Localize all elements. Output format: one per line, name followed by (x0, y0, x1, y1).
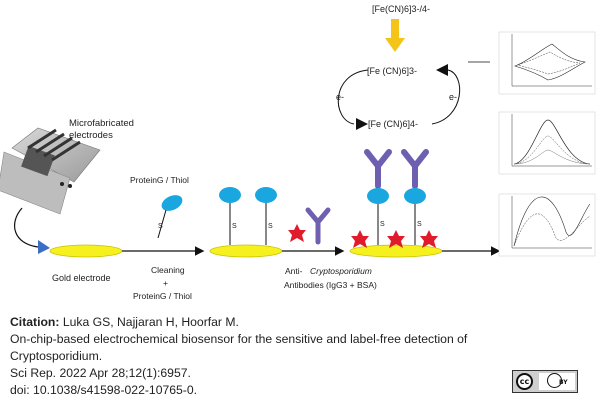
antibodies-label: Antibodies (IgG3 + BSA) (284, 280, 377, 290)
proteing-thiol-label: ProteinG / Thiol (130, 175, 189, 185)
full-assembly-group: S S (364, 149, 429, 245)
proteing-thiol-molecule: S (157, 195, 183, 239)
thumbnail-graph-cv (498, 31, 596, 95)
gold-electrode-disc (49, 244, 123, 258)
citation-journal: Sci Rep. 2022 Apr 28;12(1):6957. (10, 366, 191, 380)
svg-text:S: S (232, 223, 237, 230)
proteing-thiol-bottom-label: ProteinG / Thiol (133, 291, 192, 301)
electron-label-right: e- (449, 92, 457, 102)
svg-text:S: S (417, 221, 422, 228)
antibody-icon (305, 207, 331, 245)
yellow-down-arrow (385, 19, 405, 52)
citation-authors: Luka GS, Najjaran H, Hoorfar M. (62, 315, 239, 329)
cycle-arrowhead-left (356, 118, 368, 130)
bound-protein-group: S S (219, 187, 277, 245)
citation-block: Citation: Luka GS, Najjaran H, Hoorfar M… (10, 314, 590, 399)
antigen-star-icon (351, 230, 438, 248)
svg-text:S: S (380, 221, 385, 228)
microfabricated-label: Microfabricated (69, 118, 134, 129)
citation-label: Citation: (10, 315, 60, 329)
anti-label-italic: Cryptosporidium (310, 266, 372, 276)
antigen-star-icon (288, 224, 306, 242)
curved-arrow-icon (13, 207, 50, 254)
cycle-arrowhead-right (436, 64, 448, 76)
electrodes-label: electrodes (69, 130, 113, 141)
citation-line-authors: Citation: Luka GS, Najjaran H, Hoorfar M… (10, 314, 590, 331)
svg-text:S: S (158, 223, 163, 230)
gold-electrode-label: Gold electrode (52, 273, 111, 283)
cc-icon: cc (516, 373, 533, 390)
ferricyanide-label: [Fe (CN)6]3- (367, 66, 417, 76)
by-label: BY (559, 379, 568, 386)
cleaning-label: Cleaning (151, 265, 185, 275)
svg-text:S: S (268, 223, 273, 230)
gold-electrode-disc (209, 244, 283, 258)
redox-pair-label: [Fe(CN)6]3-/4- (372, 4, 430, 14)
thumbnail-graph-eis (498, 193, 596, 257)
biosensor-diagram: Microfabricated electrodes Gold electrod… (0, 4, 596, 301)
cc-by-license-badge[interactable]: cc BY (512, 370, 578, 393)
attribution-person-icon (547, 373, 562, 388)
citation-title-1: On-chip-based electrochemical biosensor … (10, 332, 468, 346)
thumbnail-graph-dpv (498, 111, 596, 175)
electron-label-left: e- (336, 92, 344, 102)
anti-label-prefix: Anti- (285, 266, 303, 276)
ferrocyanide-label: [Fe (CN)6]4- (368, 119, 418, 129)
citation-doi[interactable]: doi: 10.1038/s41598-022-10765-0. (10, 383, 198, 397)
citation-title-2: Cryptosporidium. (10, 349, 103, 363)
electrode-chip-photo (0, 127, 101, 215)
plus-label: + (163, 278, 168, 288)
gold-electrode-disc (349, 244, 443, 258)
redox-cycle-arrows (337, 69, 461, 125)
